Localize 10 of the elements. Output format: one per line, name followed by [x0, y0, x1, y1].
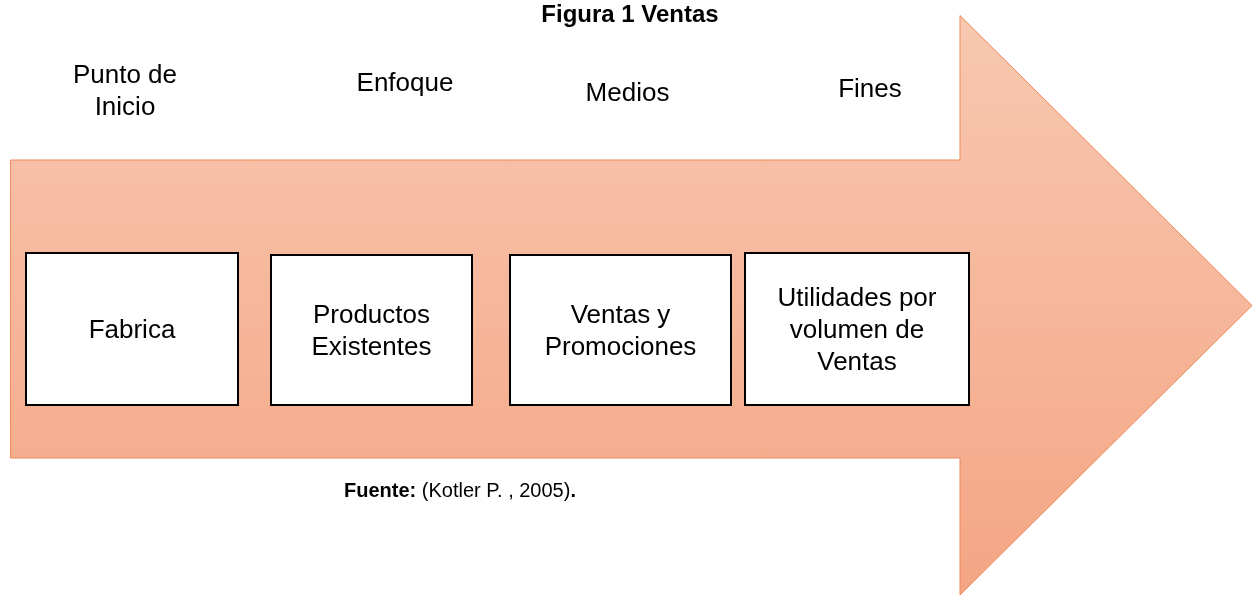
column-heading: Medios: [584, 76, 671, 108]
column-heading: Punto de Inicio: [71, 58, 179, 122]
process-box: Productos Existentes: [270, 254, 473, 406]
diagram-title: Figura 1 Ventas: [540, 0, 720, 28]
source-caption: Fuente: (Kotler P. , 2005).: [343, 478, 577, 502]
process-box: Fabrica: [25, 252, 239, 406]
column-heading: Fines: [837, 72, 903, 104]
process-box: Ventas y Promociones: [509, 254, 732, 406]
column-heading: Enfoque: [355, 66, 455, 98]
process-box: Utilidades por volumen de Ventas: [744, 252, 970, 406]
